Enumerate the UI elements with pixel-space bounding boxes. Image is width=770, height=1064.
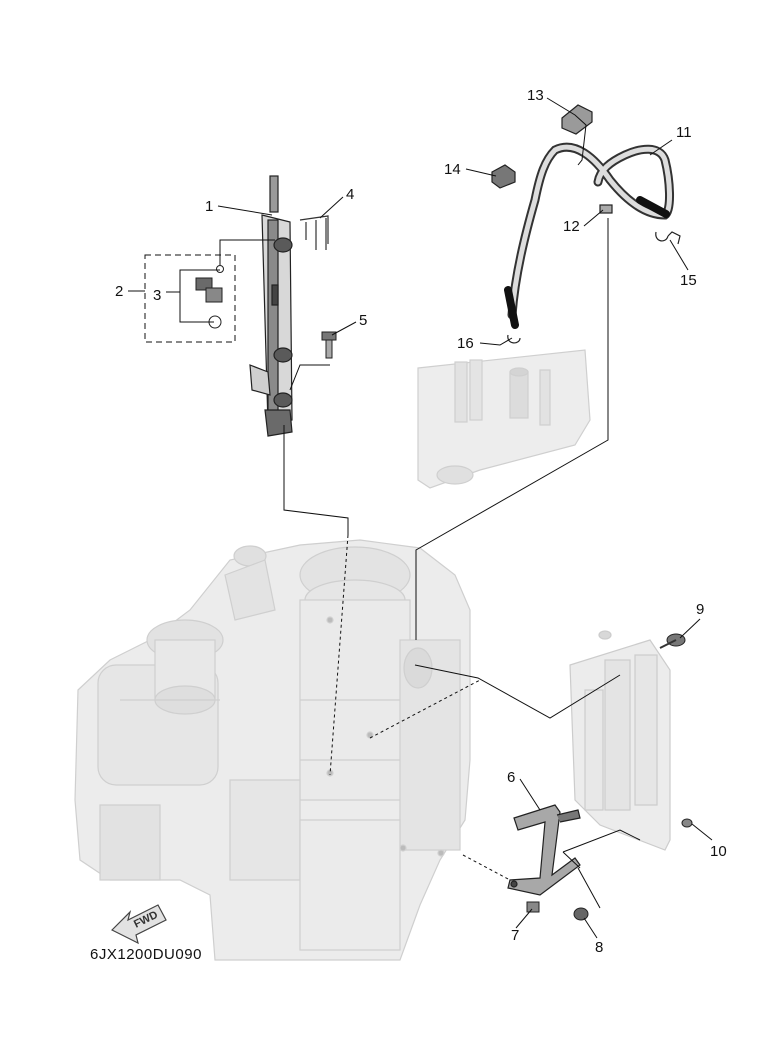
fasteners — [526, 633, 693, 921]
fwd-arrow-icon: FWD — [110, 904, 167, 945]
clip-4 — [299, 215, 329, 250]
hidden-leader-lines — [329, 534, 511, 881]
callout-6: 6 — [507, 769, 515, 786]
callout-3: 3 — [153, 287, 161, 304]
pressure-sensor — [195, 265, 224, 329]
callout-16: 16 — [457, 335, 474, 352]
bracket-6 — [507, 804, 581, 896]
diagram-code: 6JX1200DU090 — [90, 946, 202, 963]
callout-2: 2 — [115, 283, 123, 300]
fuel-hose — [504, 142, 674, 329]
cylinder-head-ghost — [417, 349, 591, 489]
ignition-coil-ghost — [569, 630, 671, 851]
callout-15: 15 — [680, 272, 697, 289]
callout-8: 8 — [595, 939, 603, 956]
sensor-group-box — [144, 254, 236, 343]
leader-lines — [128, 97, 713, 939]
callout-13: 13 — [527, 87, 544, 104]
fuel-rail — [249, 175, 293, 437]
callout-labels: 1 2 3 4 5 6 7 8 9 10 11 12 13 14 15 16 — [115, 87, 727, 956]
bolt-5 — [321, 331, 337, 359]
callout-14: 14 — [444, 161, 461, 178]
callout-5: 5 — [359, 312, 367, 329]
callout-4: 4 — [346, 186, 354, 203]
hose-clamps — [491, 104, 681, 344]
callout-11: 11 — [676, 124, 692, 141]
callout-1: 1 — [205, 198, 213, 215]
callout-12: 12 — [563, 218, 580, 235]
callout-9: 9 — [696, 601, 704, 618]
engine-block-ghost — [74, 539, 471, 961]
callout-10: 10 — [710, 843, 727, 860]
callout-7: 7 — [511, 927, 519, 944]
